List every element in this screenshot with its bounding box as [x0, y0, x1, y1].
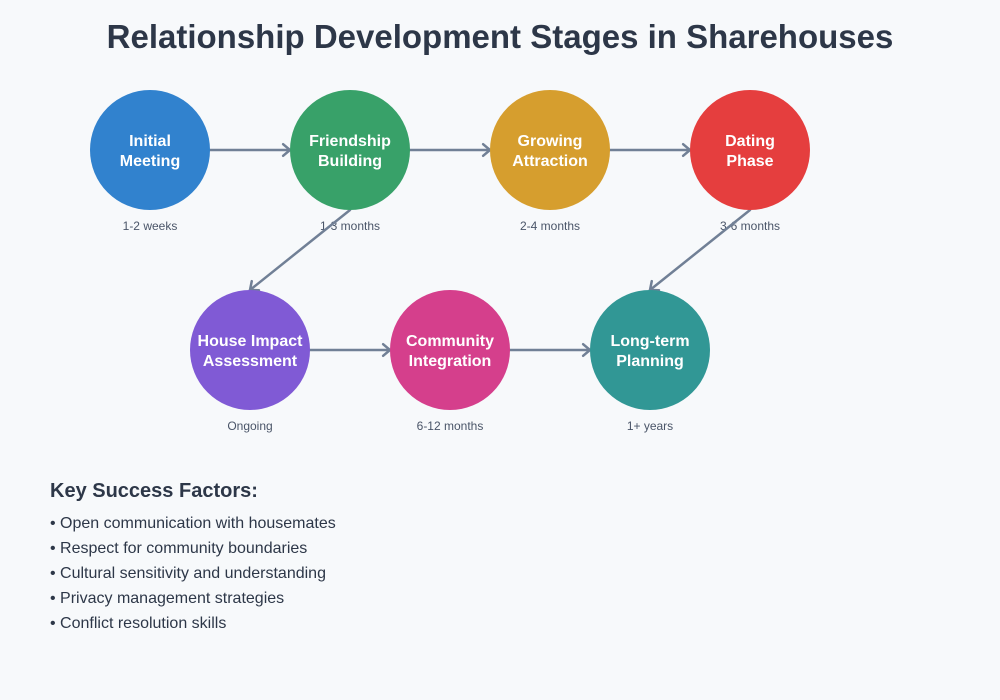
stage-circle	[490, 90, 610, 210]
factors-list: Open communication with housemates Respe…	[50, 511, 336, 636]
factor-item: Respect for community boundaries	[50, 536, 336, 561]
stage-circle	[690, 90, 810, 210]
factor-item: Open communication with housemates	[50, 511, 336, 536]
connector-dating-phase-to-long-term-planning	[648, 208, 752, 292]
connector-friendship-building-to-growing-attraction	[408, 142, 492, 158]
connector-initial-meeting-to-friendship-building	[208, 142, 292, 158]
connector-line	[648, 208, 752, 292]
stage-duration: 2-4 months	[520, 219, 580, 233]
key-success-factors: Key Success Factors: Open communication …	[50, 480, 336, 636]
connector-house-impact-assessment-to-community-integration	[308, 342, 392, 358]
connector-community-integration-to-long-term-planning	[508, 342, 592, 358]
page-title: Relationship Development Stages in Share…	[106, 18, 894, 55]
factor-item: Conflict resolution skills	[50, 611, 336, 636]
stage-duration: Ongoing	[227, 419, 272, 433]
stage-circle	[390, 290, 510, 410]
stage-circle	[290, 90, 410, 210]
factor-item: Privacy management strategies	[50, 586, 336, 611]
connector-layer	[208, 142, 752, 358]
connector-line	[248, 208, 352, 292]
connector-growing-attraction-to-dating-phase	[608, 142, 692, 158]
factors-heading: Key Success Factors:	[50, 480, 258, 502]
stage-circle	[90, 90, 210, 210]
connector-friendship-building-to-house-impact-assessment	[248, 208, 352, 292]
factor-item: Cultural sensitivity and understanding	[50, 561, 336, 586]
stage-circle	[190, 290, 310, 410]
stage-duration: 6-12 months	[417, 419, 484, 433]
stage-duration: 1+ years	[627, 419, 673, 433]
stage-circle	[590, 290, 710, 410]
stage-duration: 1-2 weeks	[123, 219, 178, 233]
